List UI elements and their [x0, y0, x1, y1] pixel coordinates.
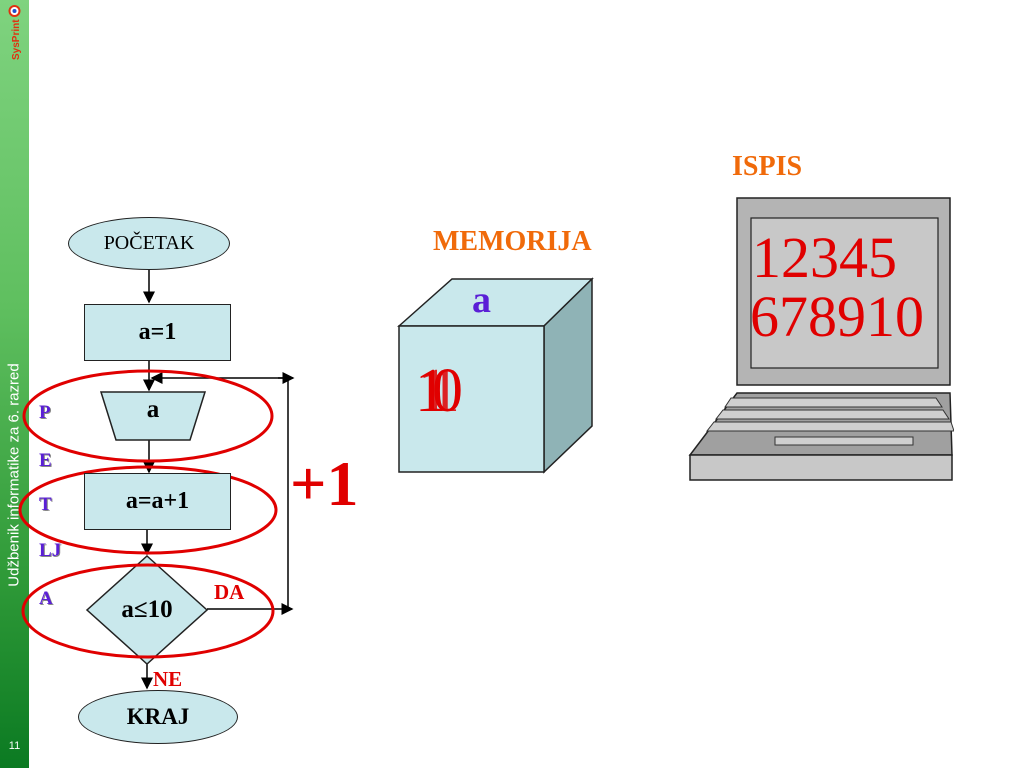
loop-letter-lj: LJ [39, 540, 62, 561]
end-node: KRAJ [78, 690, 238, 744]
increment-box: a=a+1 [84, 473, 231, 530]
loop-letter-e: E [39, 450, 52, 471]
loop-letter-p: P [39, 402, 51, 423]
page-number: 11 [8, 740, 21, 752]
publisher-logo-icon: SysPrint [8, 5, 22, 60]
input-label: a [146, 396, 160, 423]
loop-letter-a: A [39, 588, 53, 609]
output-line-1: 12345 [752, 225, 897, 290]
assign-box: a=1 [84, 304, 231, 361]
svg-text:SysPrint: SysPrint [11, 19, 22, 60]
side-strip [0, 0, 29, 768]
start-node: POČETAK [68, 217, 230, 270]
memory-variable: a [472, 279, 491, 321]
increment-label: a=a+1 [125, 488, 190, 514]
no-label: NE [153, 667, 183, 691]
condition-label: a≤10 [121, 596, 173, 623]
assign-label: a=1 [138, 319, 177, 345]
plus-one-label: +1 [290, 448, 359, 519]
memory-title: MEMORIJA [433, 226, 592, 257]
loop-letter-t: T [39, 494, 52, 515]
laptop-icon [688, 197, 954, 481]
memory-cube [397, 277, 594, 474]
yes-label: DA [214, 580, 245, 604]
output-line-2: 678910 [750, 284, 924, 349]
start-label: POČETAK [103, 232, 195, 254]
end-label: KRAJ [126, 704, 190, 729]
memory-value-b: 11 [418, 357, 459, 425]
output-title: ISPIS [732, 151, 803, 182]
